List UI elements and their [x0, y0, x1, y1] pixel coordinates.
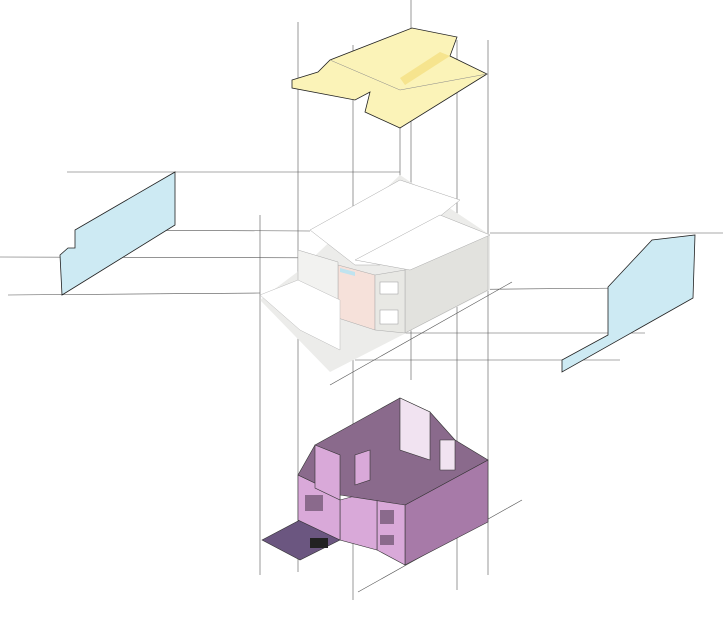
right-wall-panel [561, 234, 696, 373]
roof-layer [291, 27, 488, 129]
massing-model [261, 397, 489, 566]
left-wall-panel [59, 171, 176, 296]
house-model [259, 175, 491, 372]
